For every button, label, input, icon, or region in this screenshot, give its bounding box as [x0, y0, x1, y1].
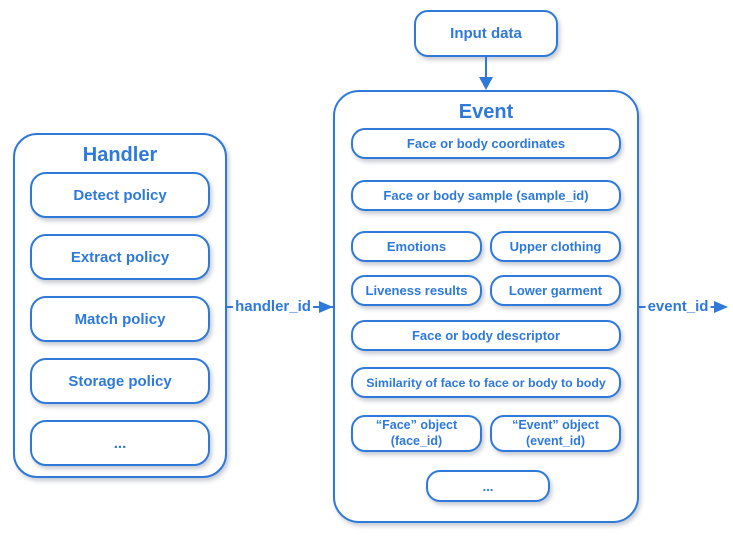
handler-items-list: Detect policy Extract policy Match polic…: [15, 172, 225, 466]
event-object-line1: “Event” object: [512, 417, 599, 432]
handler-item-extract-policy: Extract policy: [30, 234, 210, 280]
event-item-more: ...: [426, 470, 550, 502]
handler-item-match-policy: Match policy: [30, 296, 210, 342]
handler-id-edge-label: handler_id: [233, 298, 313, 316]
event-item-label: Face or body coordinates: [406, 136, 566, 151]
event-item-liveness-results: Liveness results: [351, 275, 482, 306]
arrowhead-right-icon: [319, 301, 333, 313]
event-node: Event Face or body coordinates Face or b…: [333, 90, 639, 523]
face-object-line1: “Face” object: [375, 417, 458, 432]
event-item-descriptor: Face or body descriptor: [351, 320, 621, 351]
event-item-coordinates: Face or body coordinates: [351, 128, 621, 159]
handler-item-label: Storage policy: [68, 372, 172, 390]
event-item-upper-clothing: Upper clothing: [490, 231, 621, 262]
event-item-face-object: “Face” object (face_id): [351, 415, 482, 452]
event-item-sample: Face or body sample (sample_id): [351, 180, 621, 211]
handler-title: Handler: [82, 144, 158, 166]
event-item-lower-garment: Lower garment: [490, 275, 621, 306]
event-item-label: Upper clothing: [509, 239, 602, 254]
handler-item-label: Extract policy: [70, 248, 170, 266]
event-item-label: Lower garment: [508, 283, 603, 298]
event-item-label: Similarity of face to face or body to bo…: [366, 375, 606, 390]
input-data-label: Input data: [450, 25, 522, 42]
input-to-event-connector-line: [485, 57, 487, 78]
handler-item-more: ...: [30, 420, 210, 466]
face-object-line2: (face_id): [390, 433, 443, 448]
handler-item-label: ...: [113, 434, 127, 452]
event-item-similarity: Similarity of face to face or body to bo…: [351, 367, 621, 398]
event-id-edge-label: event_id: [645, 298, 711, 316]
event-item-label: Emotions: [386, 239, 447, 254]
input-data-node: Input data: [414, 10, 558, 57]
handler-item-storage-policy: Storage policy: [30, 358, 210, 404]
event-item-label: Face or body sample (sample_id): [383, 188, 589, 203]
arrowhead-right-icon: [714, 301, 728, 313]
event-item-event-object: “Event” object (event_id): [490, 415, 621, 452]
event-object-line2: (event_id): [525, 433, 586, 448]
handler-node: Handler Detect policy Extract policy Mat…: [13, 133, 227, 478]
event-item-label: “Face” object (face_id): [376, 418, 457, 449]
handler-item-label: Match policy: [74, 310, 166, 328]
handler-item-label: Detect policy: [73, 186, 167, 204]
event-title: Event: [458, 100, 514, 123]
event-item-label: ...: [482, 478, 494, 494]
arrowhead-down-icon: [479, 77, 493, 90]
event-item-label: “Event” object (event_id): [512, 418, 599, 449]
event-item-label: Face or body descriptor: [411, 328, 561, 343]
handler-item-detect-policy: Detect policy: [30, 172, 210, 218]
event-item-emotions: Emotions: [351, 231, 482, 262]
event-item-label: Liveness results: [365, 283, 468, 298]
